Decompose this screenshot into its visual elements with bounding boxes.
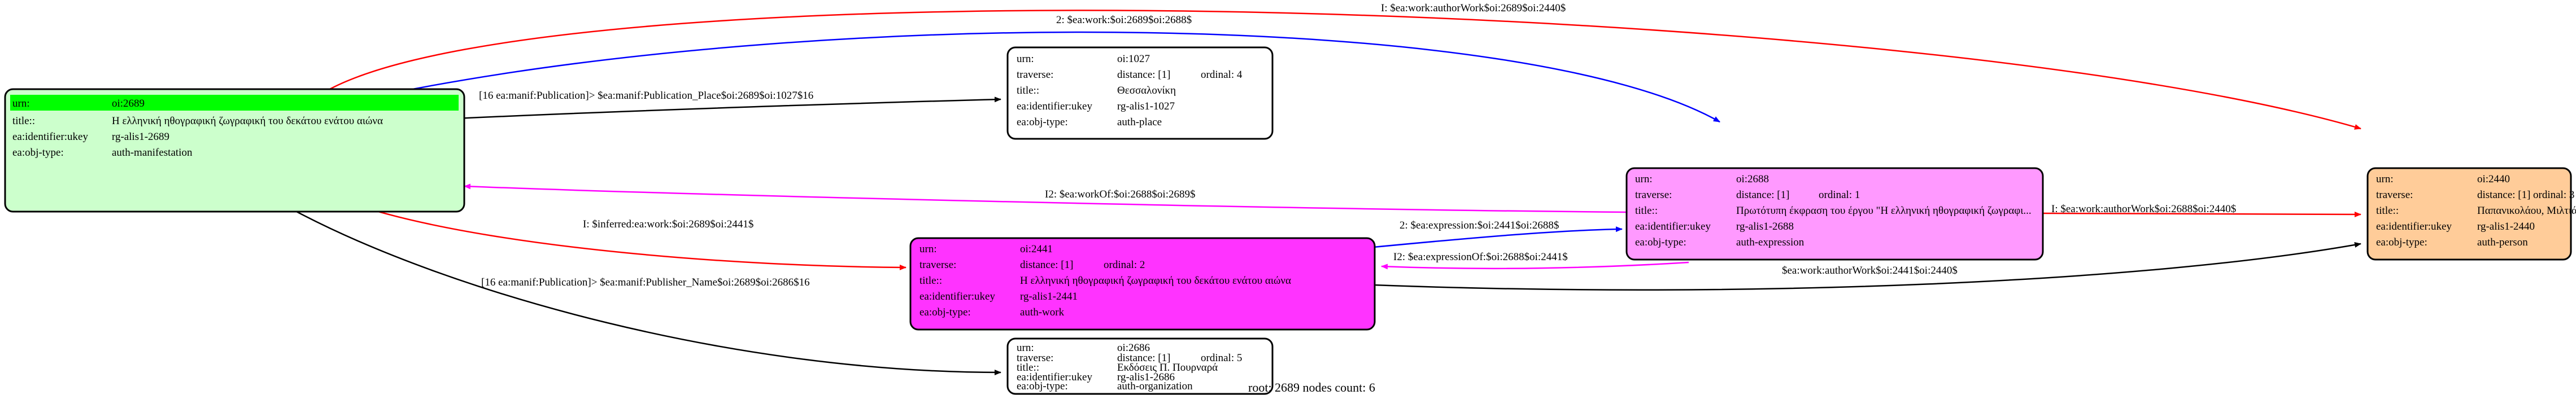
node-2440-urn-label: urn: — [2376, 173, 2394, 185]
node-2688-title: Πρωτότυπη έκφραση του έργου "Η ελληνική … — [1736, 205, 2032, 217]
node-2441-ukey: rg-alis1-2441 — [1020, 291, 1078, 302]
node-2689-ukey-label: ea:identifier:ukey — [12, 131, 88, 143]
node-2689[interactable]: urn: oi:2689 title:: Η ελληνική ηθογραφι… — [4, 88, 465, 213]
edge-label-workof-2688-2689: I2: $ea:workOf:$oi:2688$oi:2689$ — [1045, 188, 1196, 200]
node-2440-ordinal: ordinal: 3 — [2533, 189, 2574, 201]
edge-workof-2688-2689 — [464, 183, 1627, 213]
edge-label-author-2688-2440: I: $ea:work:authorWork$oi:2688$oi:2440$ — [2051, 203, 2236, 215]
node-2441-urn: oi:2441 — [1020, 243, 1053, 255]
node-2688-distance: distance: [1] — [1736, 189, 1789, 201]
node-2440-type: auth-person — [2477, 236, 2528, 248]
node-2440-title: Παπανικολάου, Μιλτιάδης — [2477, 205, 2576, 217]
edge-label-work-2689-2688: 2: $ea:work:$oi:2689$oi:2688$ — [1056, 14, 1192, 26]
node-2688-urn-label: urn: — [1635, 173, 1653, 185]
edge-place-2689-1027 — [455, 96, 1001, 120]
node-1027-urn: oi:1027 — [1117, 53, 1150, 65]
node-2441-ordinal: ordinal: 2 — [1104, 259, 1145, 271]
node-2686-title: Εκδόσεις Π. Πουρναρά — [1117, 362, 1218, 374]
edges: I: $ea:work:authorWork$oi:2689$oi:2440$ … — [296, 2, 2361, 375]
node-2689-ukey: rg-alis1-2689 — [112, 131, 169, 143]
node-2688[interactable]: urn: oi:2688 traverse: distance: [1] ord… — [1625, 167, 2044, 261]
node-2686-box — [1006, 337, 1274, 395]
node-2440-distance: distance: [1] — [2477, 189, 2530, 201]
edge-label-expressionof-2688-2441: I2: $ea:expressionOf:$oi:2688$oi:2441$ — [1393, 251, 1568, 263]
node-2686-urn: oi:2686 — [1117, 342, 1150, 354]
node-2688-type-label: ea:obj-type: — [1635, 236, 1686, 248]
edge-author-2441-2440 — [1373, 242, 2361, 291]
node-2440-urn: oi:2440 — [2477, 173, 2510, 185]
node-2686-type: auth-organization — [1117, 380, 1193, 392]
node-2689-header-highlight — [10, 95, 459, 111]
edge-expressionof-2688-2441 — [1381, 261, 1689, 270]
node-2689-type-label: ea:obj-type: — [12, 147, 64, 159]
node-1027-ukey-label: ea:identifier:ukey — [1017, 100, 1092, 112]
node-1027-traverse-label: traverse: — [1017, 69, 1053, 81]
node-1027-urn-label: urn: — [1017, 53, 1034, 65]
node-2689-title-label: title:: — [12, 115, 35, 127]
edge-label-author-2441-2440: $ea:work:authorWork$oi:2441$oi:2440$ — [1782, 265, 1958, 276]
node-2440-ukey-label: ea:identifier:ukey — [2376, 221, 2452, 232]
node-2689-type: auth-manifestation — [112, 147, 193, 159]
node-2686-traverse-label: traverse: — [1017, 352, 1053, 364]
node-2440-ukey: rg-alis1-2440 — [2477, 221, 2535, 232]
node-2686-distance: distance: [1] — [1117, 352, 1170, 364]
node-1027-box — [1006, 46, 1274, 140]
node-2440[interactable]: urn: oi:2440 traverse: distance: [1] ord… — [2366, 167, 2576, 261]
node-2686-title-label: title:: — [1017, 362, 1039, 374]
node-2686-type-label: ea:obj-type: — [1017, 380, 1068, 392]
node-2686-ordinal: ordinal: 5 — [1201, 352, 1242, 364]
node-2689-box — [4, 88, 465, 213]
node-2440-type-label: ea:obj-type: — [2376, 236, 2427, 248]
node-2441-box — [909, 237, 1376, 331]
node-2688-ordinal: ordinal: 1 — [1819, 189, 1860, 201]
graph-footer: root: 2689 nodes count: 6 — [1248, 380, 1375, 394]
node-1027-type: auth-place — [1117, 116, 1162, 128]
node-2686-ukey-label: ea:identifier:ukey — [1017, 371, 1092, 383]
node-2688-box — [1625, 167, 2044, 261]
edge-label-inferred-2689-2441: I: $inferred:ea:work:$oi:2689$oi:2441$ — [583, 218, 753, 230]
edge-label-author-2689-2440: I: $ea:work:authorWork$oi:2689$oi:2440$ — [1381, 2, 1566, 14]
node-2686[interactable]: urn: oi:2686 traverse: distance: [1] ord… — [1006, 337, 1274, 395]
node-2686-ukey: rg-alis1-2686 — [1117, 371, 1175, 383]
edge-label-publisher-2689-2686: [16 ea:manif:Publication]> $ea:manif:Pub… — [481, 276, 810, 288]
node-2441-type: auth-work — [1020, 306, 1065, 318]
node-2441-title: Η ελληνική ηθογραφική ζωγραφική του δεκά… — [1020, 275, 1291, 287]
node-2441-ukey-label: ea:identifier:ukey — [919, 291, 995, 302]
node-2688-title-label: title:: — [1635, 205, 1658, 217]
node-1027-title-label: title:: — [1017, 85, 1039, 96]
edge-author-2688-2440 — [2042, 211, 2361, 217]
node-2689-urn: oi:2689 — [112, 98, 145, 109]
node-2441-title-label: title:: — [919, 275, 942, 287]
node-2440-traverse-label: traverse: — [2376, 189, 2413, 201]
node-1027-distance: distance: [1] — [1117, 69, 1170, 81]
node-2688-ukey: rg-alis1-2688 — [1736, 221, 1794, 232]
node-2689-title: Η ελληνική ηθογραφική ζωγραφική του δεκά… — [112, 115, 383, 127]
node-2688-ukey-label: ea:identifier:ukey — [1635, 221, 1711, 232]
node-2440-box — [2366, 167, 2572, 261]
edge-author-2689-2440 — [327, 10, 2361, 130]
node-2689-urn-label: urn: — [12, 98, 30, 109]
edge-work-2689-2688 — [406, 31, 1720, 123]
edge-label-place-2689-1027: [16 ea:manif:Publication]> $ea:manif:Pub… — [479, 90, 813, 102]
node-2440-title-label: title:: — [2376, 205, 2399, 217]
node-1027-title: Θεσσαλονίκη — [1117, 85, 1176, 96]
node-1027-ukey: rg-alis1-1027 — [1117, 100, 1175, 112]
edge-publisher-2689-2686 — [296, 210, 1001, 375]
node-2441-distance: distance: [1] — [1020, 259, 1073, 271]
node-2688-urn: oi:2688 — [1736, 173, 1769, 185]
node-1027-ordinal: ordinal: 4 — [1201, 69, 1243, 81]
node-2686-urn-label: urn: — [1017, 342, 1034, 354]
node-2441-urn-label: urn: — [919, 243, 937, 255]
node-1027-type-label: ea:obj-type: — [1017, 116, 1068, 128]
node-2688-traverse-label: traverse: — [1635, 189, 1672, 201]
node-2441[interactable]: urn: oi:2441 traverse: distance: [1] ord… — [909, 237, 1376, 331]
node-2441-type-label: ea:obj-type: — [919, 306, 971, 318]
edge-inferred-2689-2441 — [378, 210, 906, 270]
node-2441-traverse-label: traverse: — [919, 259, 956, 271]
edge-expression-2441-2688 — [1373, 226, 1623, 248]
edge-label-expression-2441-2688: 2: $ea:expression:$oi:2441$oi:2688$ — [1400, 220, 1559, 231]
node-2688-type: auth-expression — [1736, 236, 1804, 248]
node-1027[interactable]: urn: oi:1027 traverse: distance: [1] ord… — [1006, 46, 1274, 140]
